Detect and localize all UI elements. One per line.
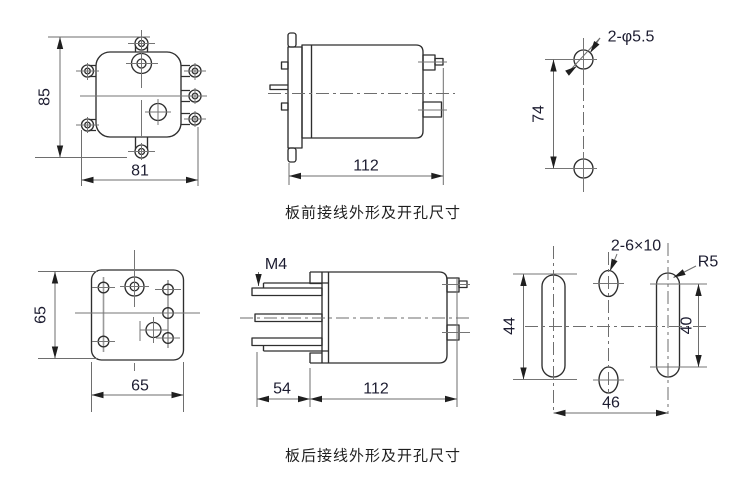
front-plan-height-label: 85 [37, 88, 54, 106]
rear-plan-body-outline [90, 269, 185, 361]
rear-plan-width-label: 65 [131, 378, 149, 395]
rear-drill-span-label: 46 [602, 395, 620, 412]
rear-drill-left-pitch-label: 44 [502, 317, 519, 335]
front-side-length-label: 112 [353, 158, 379, 175]
rear-drill-dimensions: 44 40 46 2-6×10 R5 [502, 238, 719, 417]
rear-side-centerlines [240, 284, 472, 333]
rear-side-view: M4 54 112 [240, 256, 472, 407]
rear-drill-view: 44 40 46 2-6×10 R5 [502, 238, 719, 417]
rear-drill-slot-label: 2-6×10 [611, 238, 661, 255]
front-side-centerlines [268, 61, 455, 111]
rear-plan-connectors [102, 277, 169, 352]
front-plan-view: 85 81 [35, 30, 207, 186]
rear-caption: 板后接线外形及开孔尺寸 [285, 447, 461, 465]
rear-plan-height-label: 65 [33, 306, 50, 324]
front-side-dimensions: 112 [288, 68, 444, 185]
front-drill-centerlines [545, 38, 597, 192]
rear-side-thread-label: M4 [265, 256, 287, 273]
front-side-view: 112 [268, 32, 455, 185]
rear-drill-radius-label: R5 [698, 254, 719, 271]
rear-side-length-label: 112 [363, 381, 389, 398]
rear-drill-centerlines [513, 243, 707, 414]
front-drill-hole-label: 2-φ5.5 [608, 29, 655, 46]
front-plan-centerlines [76, 30, 207, 160]
rear-side-dimensions: M4 54 112 [255, 256, 458, 407]
front-drill-pitch-label: 74 [531, 105, 548, 123]
front-caption: 板前接线外形及开孔尺寸 [285, 204, 461, 222]
rear-drill-holes [541, 269, 681, 394]
rear-drill-right-pitch-label: 40 [679, 317, 696, 335]
rear-plan-view: 65 65 [33, 250, 200, 412]
front-plan-width-label: 81 [131, 163, 149, 180]
rear-plan-centerlines [75, 250, 200, 371]
rear-side-stud-label: 54 [273, 381, 291, 398]
front-drill-dimensions: 74 2-φ5.5 [531, 29, 655, 169]
rear-plan-dimensions: 65 65 [33, 271, 184, 412]
front-drill-view: 74 2-φ5.5 [531, 29, 655, 192]
front-side-outline [269, 32, 444, 163]
front-plan-dimensions: 85 81 [35, 36, 199, 186]
